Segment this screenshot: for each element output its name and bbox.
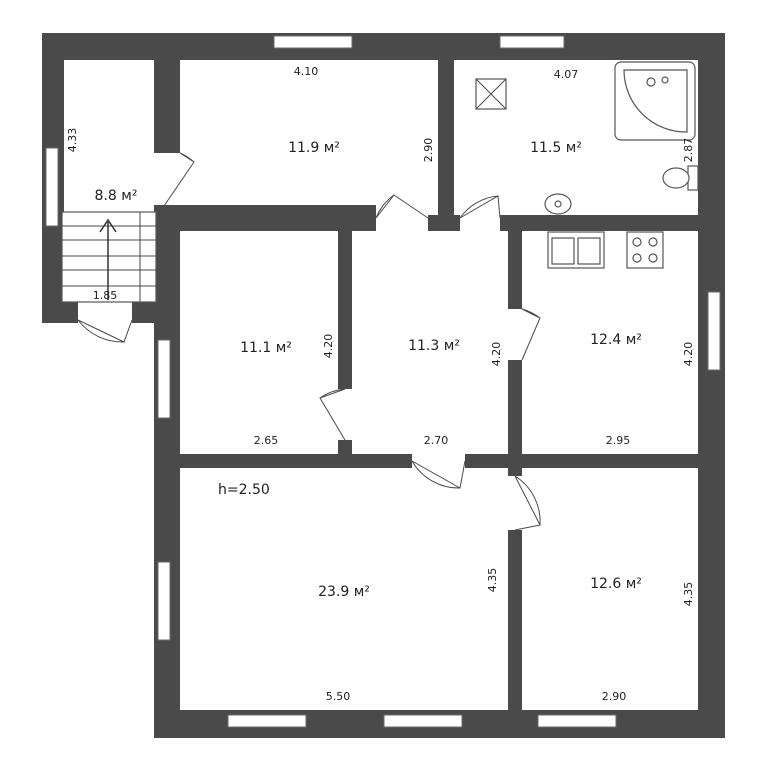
toilet-icon — [662, 165, 699, 191]
door-south — [514, 475, 541, 531]
dim-north-depth: 2.90 — [422, 138, 435, 163]
wall-north-bath — [438, 33, 454, 231]
wall-living-south — [508, 530, 522, 720]
room-area-corridor: 11.3 м² — [408, 338, 460, 354]
walls — [42, 33, 725, 738]
room-area-south: 12.6 м² — [590, 576, 642, 592]
wall-h1-left — [154, 205, 376, 231]
vent-icon — [475, 78, 507, 110]
dim-north-width: 4.10 — [294, 65, 319, 78]
dim-kitchen-depth: 4.20 — [682, 342, 695, 367]
window-bath — [499, 35, 565, 49]
stairs-arrowhead-icon — [99, 218, 117, 233]
door-bath-corridor — [459, 195, 501, 219]
bathtub-icon — [614, 61, 696, 141]
wall-top — [42, 33, 725, 60]
door-entrance — [77, 319, 133, 343]
window-kitchen — [707, 291, 721, 371]
wall-corridor-kitchen-top — [508, 231, 522, 309]
dim-corridor-depth: 4.20 — [490, 342, 503, 367]
window-north-room — [273, 35, 353, 49]
wall-h2-left — [154, 454, 412, 468]
window-living-bottom-1 — [227, 714, 307, 728]
dim-south-depth: 4.35 — [682, 582, 695, 607]
window-west-room — [157, 339, 171, 419]
wall-west-corridor-low — [338, 440, 352, 454]
window-living-left — [157, 561, 171, 641]
window-south-bottom — [537, 714, 617, 728]
room-area-kitchen: 12.4 м² — [590, 332, 642, 348]
dim-hall-side: 4.33 — [66, 128, 79, 153]
fixtures — [475, 61, 699, 269]
door-west — [319, 388, 346, 441]
door-living — [411, 460, 466, 489]
dim-bath-depth: 2.87 — [682, 138, 695, 163]
windows — [45, 35, 721, 728]
dim-west-width: 2.65 — [254, 434, 279, 447]
wall-right — [698, 33, 725, 738]
window-hall — [45, 147, 59, 227]
wall-hall-bottom-left — [42, 302, 78, 323]
ceiling-height: h=2.50 — [218, 482, 270, 498]
door-north-corridor — [375, 194, 429, 219]
room-area-west: 11.1 м² — [240, 340, 292, 356]
doors — [77, 152, 541, 531]
dim-stair-width: 1.85 — [93, 289, 118, 302]
dim-living-depth: 4.35 — [486, 568, 499, 593]
dim-corridor-width: 2.70 — [424, 434, 449, 447]
window-living-bottom-2 — [383, 714, 463, 728]
wall-corridor-kitchen-low — [508, 360, 522, 455]
room-area-bath: 11.5 м² — [530, 140, 582, 156]
room-area-north: 11.9 м² — [288, 140, 340, 156]
kitchen-sink-icon — [547, 231, 605, 269]
dim-kitchen-width: 2.95 — [606, 434, 631, 447]
stove-icon — [626, 231, 664, 269]
dim-bath-width: 4.07 — [554, 68, 579, 81]
room-area-hall: 8.8 м² — [95, 188, 138, 204]
dim-living-width: 5.50 — [326, 690, 351, 703]
door-kitchen — [521, 308, 541, 361]
washbasin-icon — [544, 193, 572, 215]
wall-h1-right — [500, 215, 725, 231]
wall-hall-north — [154, 33, 180, 153]
door-hall-north — [163, 152, 195, 207]
wall-west-corridor-top — [338, 231, 352, 389]
dim-west-depth: 4.20 — [322, 334, 335, 359]
staircase — [61, 211, 157, 303]
wall-living-south-top — [508, 454, 522, 476]
room-area-living: 23.9 м² — [318, 584, 370, 600]
wall-h2-right — [465, 454, 725, 468]
dim-south-width: 2.90 — [602, 690, 627, 703]
